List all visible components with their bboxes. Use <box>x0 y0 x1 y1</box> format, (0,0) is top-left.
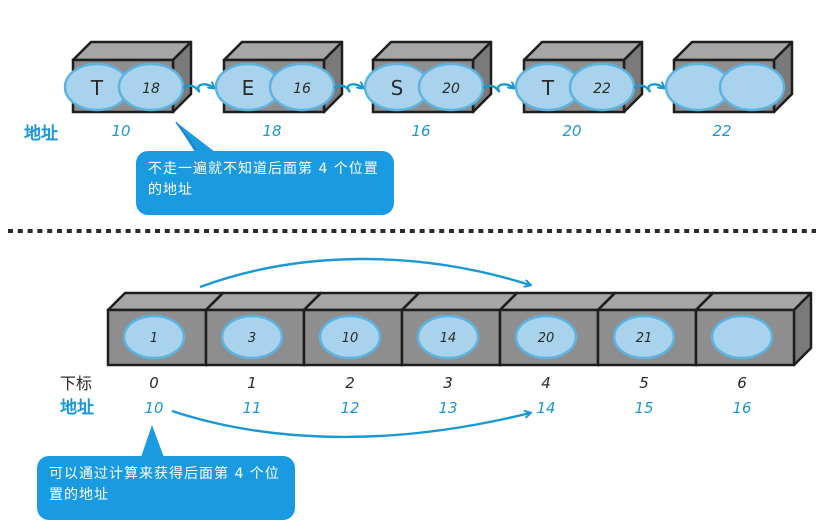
box-top-face <box>672 40 794 62</box>
box-top-face <box>106 291 225 312</box>
node-next-oval <box>718 62 786 112</box>
box-top-face <box>222 40 344 62</box>
node-next-value: 22 <box>593 81 611 97</box>
box-top-face <box>302 291 421 312</box>
cell-address: 10 <box>144 399 163 417</box>
node-address: 16 <box>411 122 430 140</box>
next-pointer-arrow <box>182 84 214 93</box>
box-top-face <box>596 291 715 312</box>
box-top-face <box>522 40 644 62</box>
box-top-face <box>498 291 617 312</box>
box-top-face <box>71 40 193 62</box>
cell-value: 3 <box>248 331 256 346</box>
linked-list-node: T 18 10 <box>63 40 193 140</box>
cell-index: 2 <box>345 374 355 392</box>
next-pointer-arrow <box>333 84 363 93</box>
cell-value-oval <box>514 314 578 360</box>
address-jump-arrow-bottom <box>171 411 530 439</box>
cell-index: 1 <box>247 374 257 392</box>
box-top-face <box>694 291 813 312</box>
node-data-value: E <box>242 76 255 100</box>
node-address: 10 <box>111 122 130 140</box>
cell-index: 5 <box>639 374 649 392</box>
linked-list-callout-pointer <box>175 121 197 151</box>
box-top-face <box>204 291 323 312</box>
node-next-value: 18 <box>142 81 160 97</box>
cell-value: 14 <box>440 331 457 346</box>
cell-index: 6 <box>737 374 747 392</box>
array-cell: 616 <box>694 291 813 417</box>
node-address: 20 <box>562 122 581 140</box>
cell-value-oval <box>318 314 382 360</box>
node-address: 22 <box>712 122 731 140</box>
cell-address: 15 <box>634 399 653 417</box>
cell-index: 3 <box>443 374 453 392</box>
cell-index: 0 <box>149 374 159 392</box>
box-top-face <box>371 40 493 62</box>
cell-value-oval <box>416 314 480 360</box>
array-index-label: 下标 <box>60 374 92 393</box>
cell-value-oval <box>710 314 774 360</box>
cell-value: 10 <box>342 331 359 346</box>
linked-list-node: S 20 16 <box>363 40 493 140</box>
node-address: 18 <box>262 122 281 140</box>
node-data-value: S <box>391 76 404 100</box>
linked-list-node: 22 <box>664 40 794 140</box>
node-data-value: T <box>541 76 555 100</box>
cell-address: 12 <box>340 399 359 417</box>
cell-address: 11 <box>242 399 261 417</box>
node-next-value: 16 <box>293 81 311 97</box>
cell-address: 16 <box>732 399 751 417</box>
node-next-value: 20 <box>442 81 460 97</box>
node-data-value: T <box>90 76 104 100</box>
cell-value-oval <box>122 314 186 360</box>
next-pointer-arrow <box>633 84 664 93</box>
next-pointer-arrow <box>482 84 514 93</box>
array-callout-tail <box>140 425 165 460</box>
linked-list-callout: 不走一遍就不知道后面第 4 个位置的地址 <box>136 151 394 215</box>
linked-list-callout-tail <box>176 122 215 152</box>
array-address-label: 地址 <box>60 397 94 418</box>
linked-list-section: T 18 10 E 16 18 S 20 16 T 22 20 22 <box>63 40 794 140</box>
box-top-face <box>400 291 519 312</box>
cell-address: 13 <box>438 399 457 417</box>
cell-value-oval <box>220 314 284 360</box>
linked-list-address-label: 地址 <box>24 123 58 144</box>
cell-value: 21 <box>636 331 653 346</box>
array-callout: 可以通过计算来获得后面第 4 个位置的地址 <box>37 456 295 520</box>
cell-address: 14 <box>536 399 555 417</box>
cell-value: 1 <box>150 331 158 346</box>
index-jump-arrow-top <box>199 257 530 289</box>
cell-index: 4 <box>541 374 551 392</box>
cell-value-oval <box>612 314 676 360</box>
linked-list-node: E 16 18 <box>214 40 344 140</box>
linked-list-callout-text: 不走一遍就不知道后面第 4 个位置的地址 <box>148 161 379 198</box>
linked-list-node: T 22 20 <box>514 40 644 140</box>
cell-value: 20 <box>538 331 555 346</box>
array-callout-text: 可以通过计算来获得后面第 4 个位置的地址 <box>49 466 280 503</box>
